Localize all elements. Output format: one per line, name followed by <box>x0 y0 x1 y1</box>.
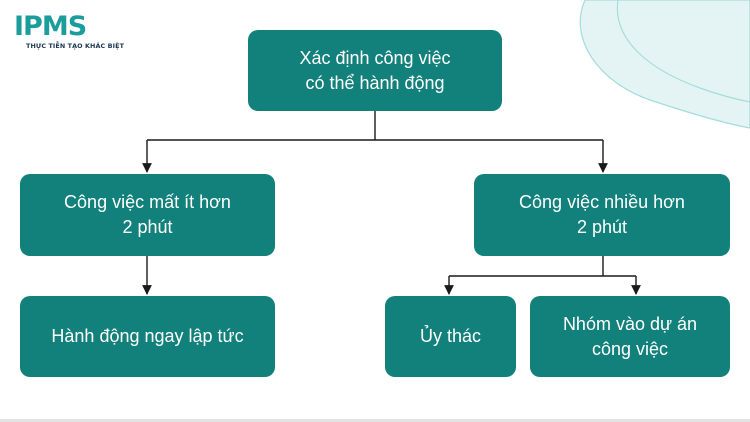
node-right-leaf-1: Ủy thác <box>385 296 516 377</box>
node-right-leaf-2-label: Nhóm vào dự án công việc <box>562 313 698 359</box>
node-root-label: Xác định công việc có thể hành động <box>299 47 451 93</box>
node-right-branch: Công việc nhiều hơn 2 phút <box>474 174 730 256</box>
logo-tagline: THỰC TIỄN TẠO KHÁC BIỆT <box>26 42 125 50</box>
decorative-arc <box>616 0 750 103</box>
node-root: Xác định công việc có thể hành động <box>248 30 502 111</box>
node-left-branch-label: Công việc mất ít hơn 2 phút <box>64 192 231 237</box>
node-left-leaf-label: Hành động ngay lập tức <box>51 326 244 346</box>
node-left-leaf: Hành động ngay lập tức <box>20 296 275 377</box>
node-right-branch-label: Công việc nhiều hơn 2 phút <box>519 192 685 237</box>
node-left-branch: Công việc mất ít hơn 2 phút <box>20 174 275 256</box>
logo-mark: IPMS <box>14 11 87 42</box>
ipms-logo: IPMS THỰC TIỄN TẠO KHÁC BIỆT <box>14 11 124 52</box>
node-right-leaf-1-label: Ủy thác <box>419 326 482 346</box>
footer-divider <box>0 419 750 422</box>
node-right-leaf-2: Nhóm vào dự án công việc <box>530 296 730 377</box>
